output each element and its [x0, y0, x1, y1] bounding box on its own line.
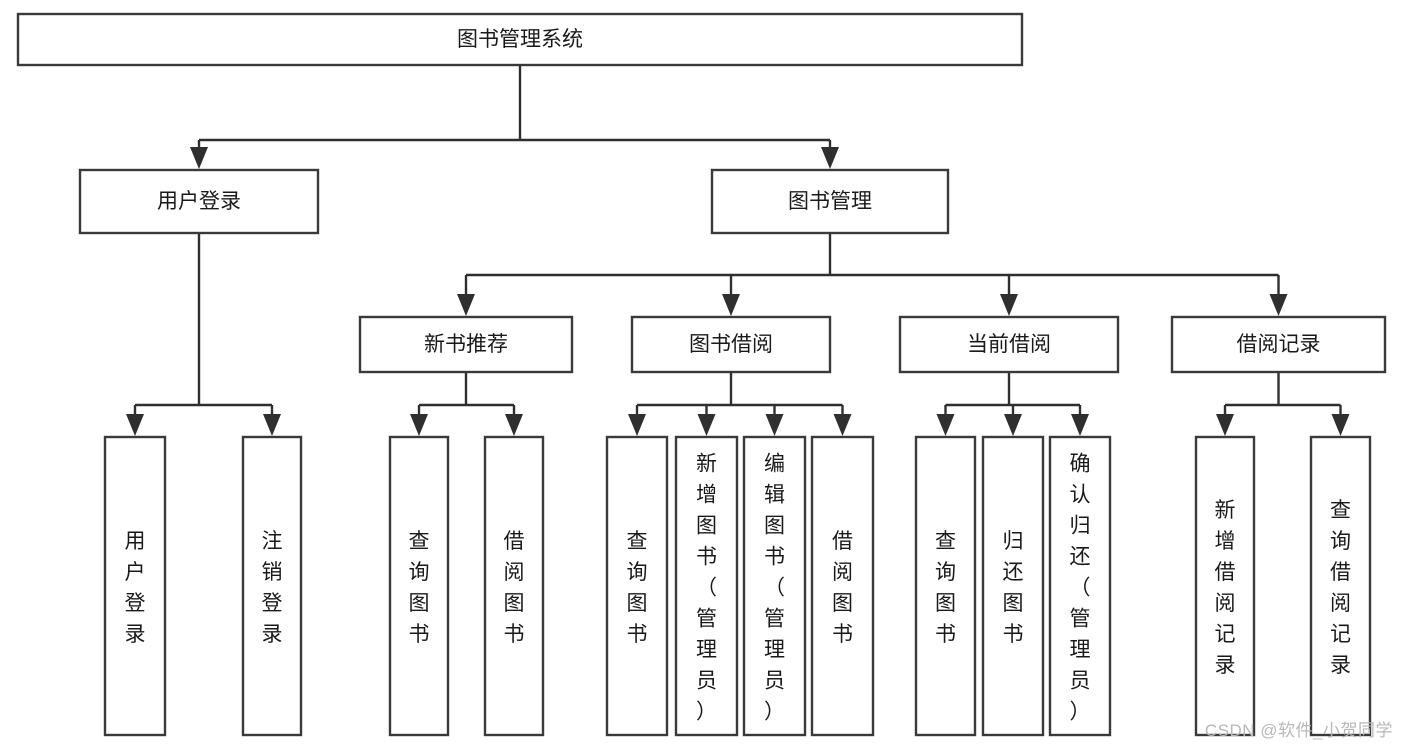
- node-label: 新增借阅记录: [1215, 499, 1236, 677]
- node-label: 新增图书（管理员）: [696, 453, 717, 724]
- node-label: 用户登录: [157, 190, 241, 213]
- node-box: [1194, 435, 1256, 737]
- level2-node-图书管理[interactable]: 图书管理: [710, 168, 950, 235]
- node-label: 图书管理: [788, 190, 872, 213]
- level3-node-借阅记录[interactable]: 借阅记录: [1170, 315, 1387, 374]
- node-box: [1309, 435, 1372, 737]
- node-label: 确认归还（管理员）: [1070, 453, 1091, 724]
- root-node-图书管理系统[interactable]: 图书管理系统: [16, 12, 1024, 67]
- node-box: [358, 315, 574, 374]
- node-box: [710, 168, 950, 235]
- leaf-node-确认归还管理员[interactable]: 确认归还（管理员）: [1048, 435, 1112, 737]
- node-label: 查询图书: [627, 530, 648, 646]
- node-box: [1048, 435, 1112, 737]
- level3-node-图书借阅[interactable]: 图书借阅: [630, 315, 832, 374]
- node-label: 借阅图书: [832, 530, 853, 646]
- node-box: [914, 435, 977, 737]
- node-box: [605, 435, 669, 737]
- node-box: [742, 435, 807, 737]
- level3-node-新书推荐[interactable]: 新书推荐: [358, 315, 574, 374]
- leaf-node-新增借阅记录[interactable]: 新增借阅记录: [1194, 435, 1256, 737]
- node-label: 当前借阅: [967, 333, 1051, 356]
- node-label: 图书借阅: [689, 333, 773, 356]
- node-label: 编辑图书（管理员）: [764, 453, 785, 724]
- node-label: 借阅记录: [1237, 333, 1321, 356]
- node-box: [78, 168, 320, 235]
- node-box: [388, 435, 450, 737]
- node-label: 新书推荐: [424, 333, 508, 356]
- node-label: 查询图书: [935, 530, 956, 646]
- leaf-node-用户登录[interactable]: 用户登录: [103, 435, 167, 737]
- leaf-node-归还图书[interactable]: 归还图书: [981, 435, 1045, 737]
- node-label: 注销登录: [262, 530, 283, 646]
- node-label: 用户登录: [125, 530, 146, 646]
- node-label: 查询图书: [409, 530, 430, 646]
- node-box: [981, 435, 1045, 737]
- node-label: 归还图书: [1003, 530, 1024, 646]
- leaf-node-注销登录[interactable]: 注销登录: [241, 435, 303, 737]
- node-box: [630, 315, 832, 374]
- leaf-node-查询图书[interactable]: 查询图书: [388, 435, 450, 737]
- node-box: [16, 12, 1024, 67]
- leaf-node-借阅图书[interactable]: 借阅图书: [483, 435, 545, 737]
- node-box: [898, 315, 1120, 374]
- nodes-layer: 图书管理系统用户登录图书管理新书推荐图书借阅当前借阅借阅记录用户登录注销登录查询…: [16, 12, 1387, 737]
- leaf-node-借阅图书[interactable]: 借阅图书: [810, 435, 875, 737]
- node-box: [241, 435, 303, 737]
- level2-node-用户登录[interactable]: 用户登录: [78, 168, 320, 235]
- node-box: [1170, 315, 1387, 374]
- node-box: [810, 435, 875, 737]
- leaf-node-编辑图书管理员[interactable]: 编辑图书（管理员）: [742, 435, 807, 737]
- watermark-label: CSDN @软件_小贺同学: [1204, 721, 1393, 740]
- node-label: 查询借阅记录: [1330, 499, 1351, 677]
- level3-node-当前借阅[interactable]: 当前借阅: [898, 315, 1120, 374]
- leaf-node-查询图书[interactable]: 查询图书: [605, 435, 669, 737]
- node-box: [674, 435, 739, 737]
- leaf-node-查询借阅记录[interactable]: 查询借阅记录: [1309, 435, 1372, 737]
- node-box: [483, 435, 545, 737]
- node-box: [103, 435, 167, 737]
- leaf-node-查询图书[interactable]: 查询图书: [914, 435, 977, 737]
- leaf-node-新增图书管理员[interactable]: 新增图书（管理员）: [674, 435, 739, 737]
- node-label: 借阅图书: [504, 530, 525, 646]
- node-label: 图书管理系统: [457, 28, 583, 51]
- edges-layer: [126, 65, 1350, 436]
